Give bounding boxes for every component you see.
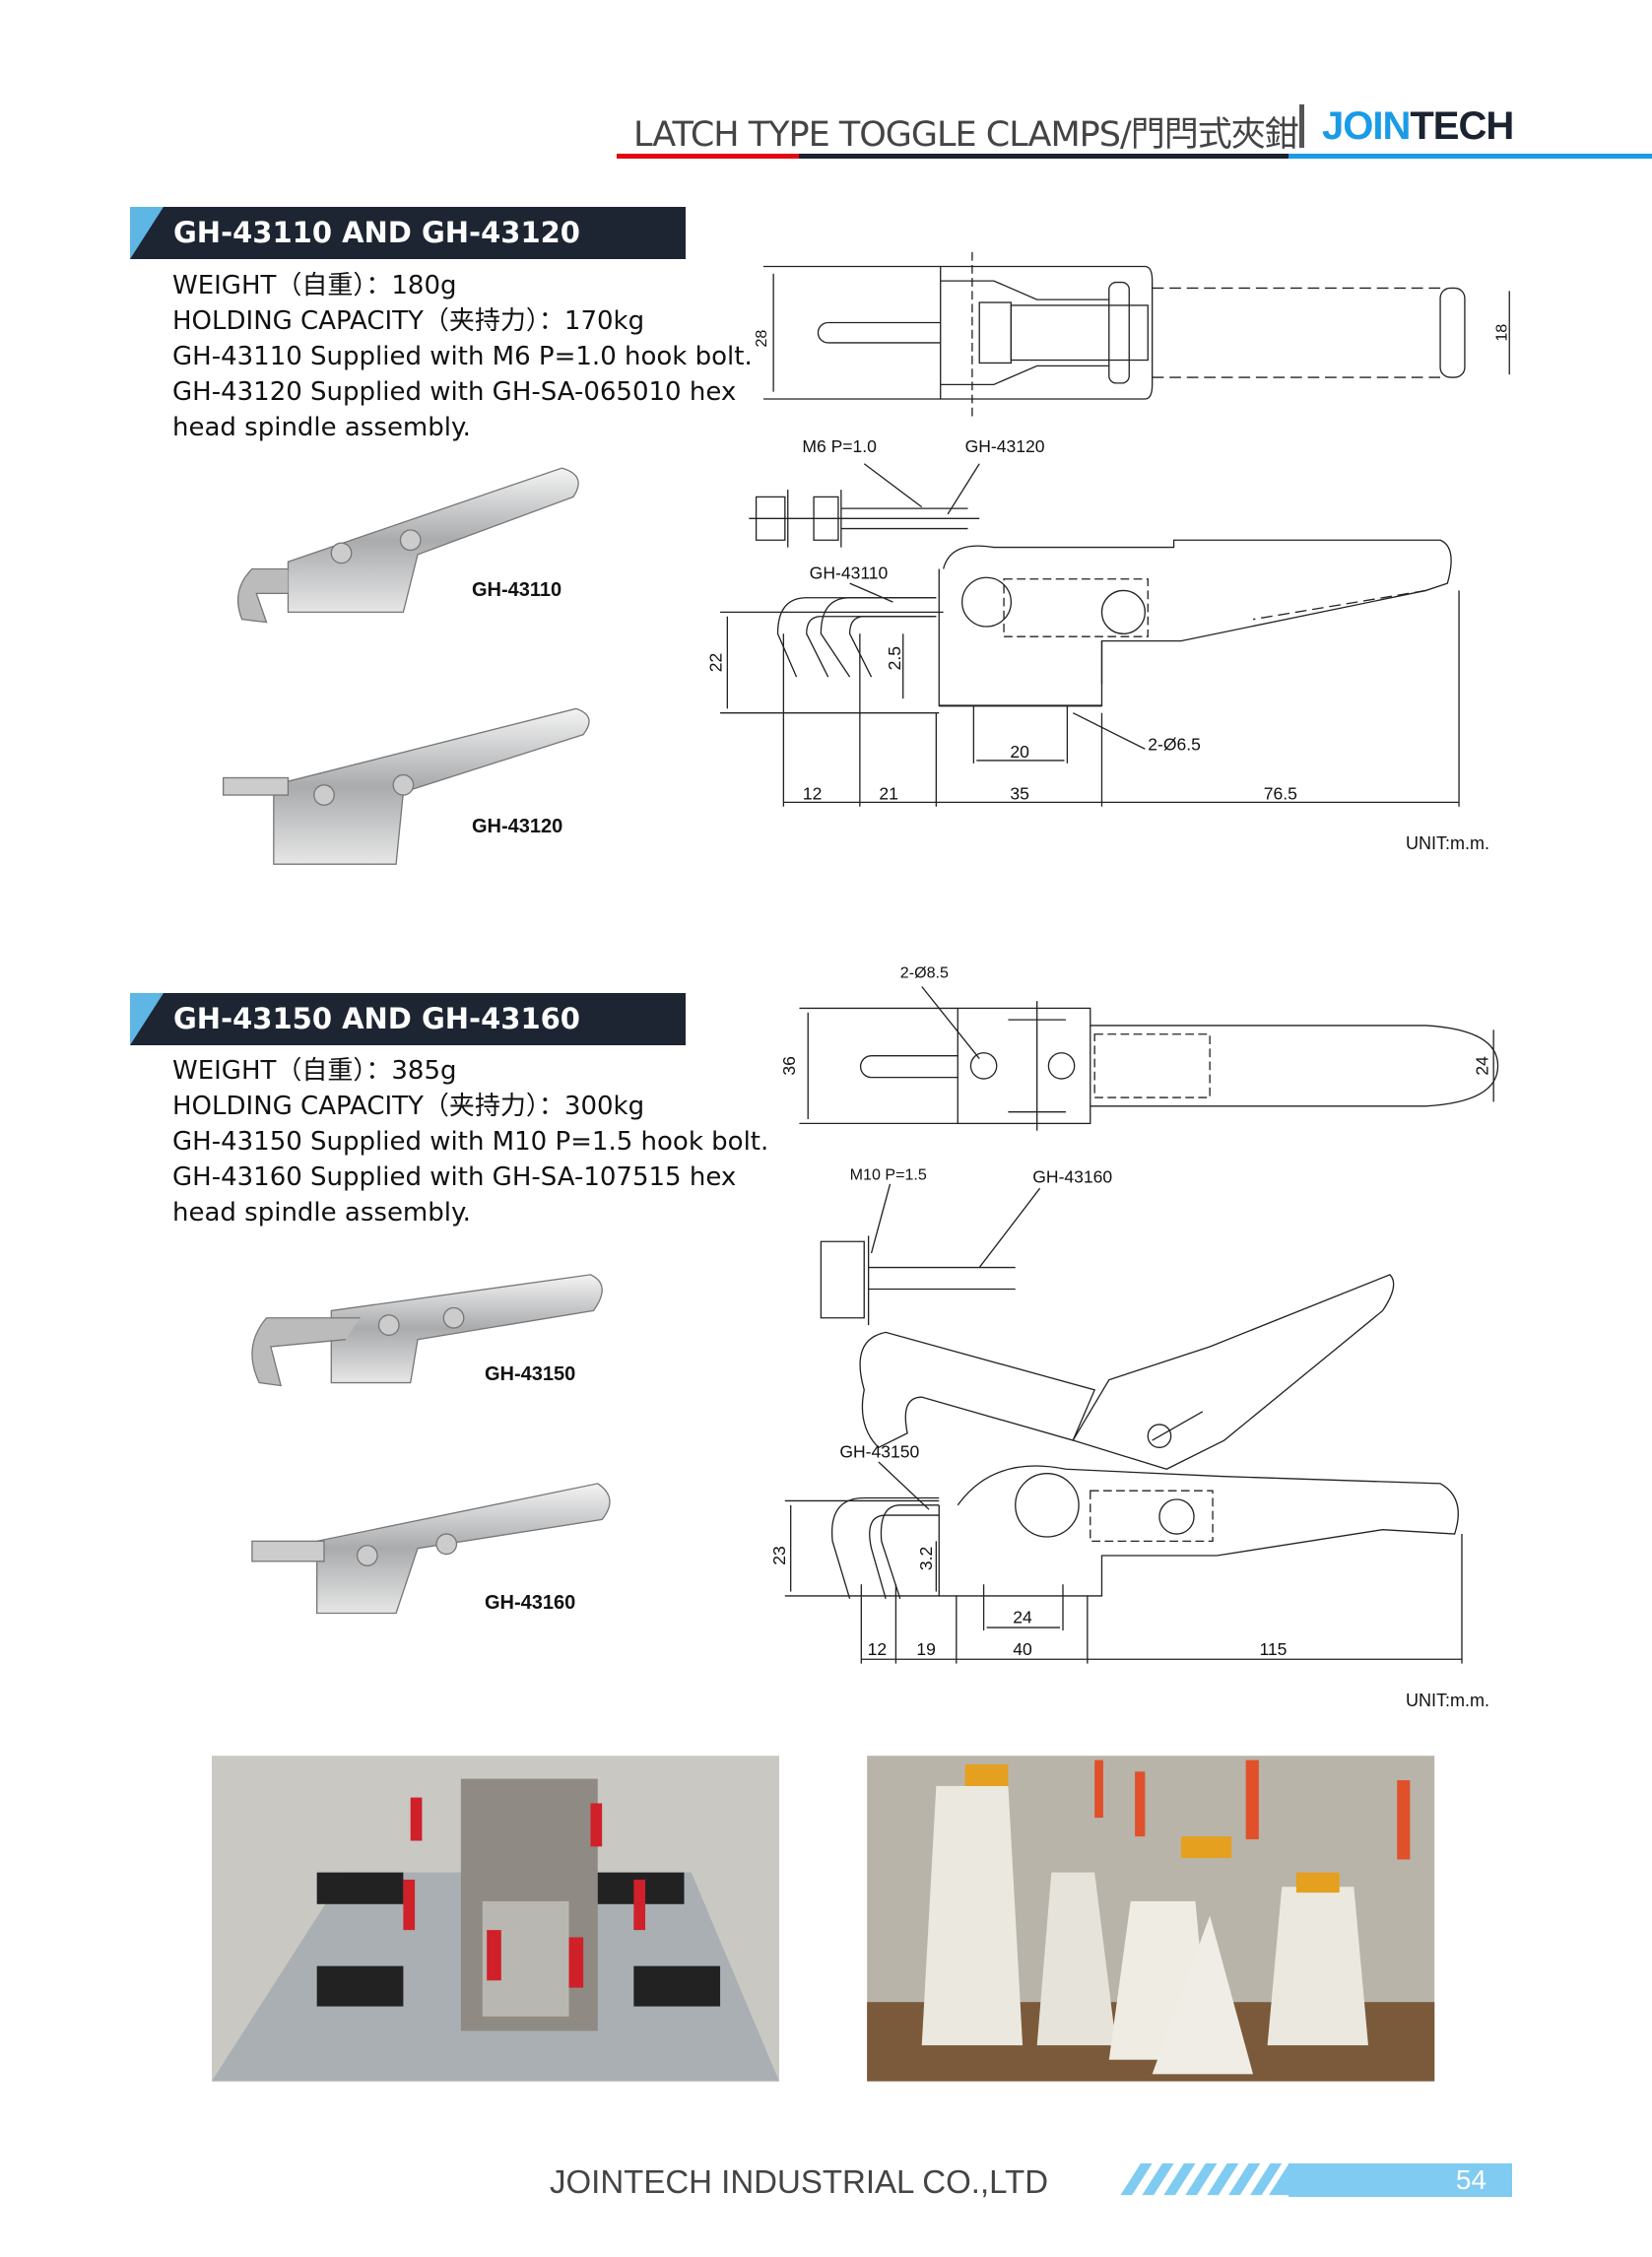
holes-label: 2-Ø6.5	[1148, 735, 1201, 755]
spec-supply-1: GH-43110 Supplied with M6 P=1.0 hook bol…	[172, 342, 753, 371]
spec-supply-2: GH-43120 Supplied with GH-SA-065010 hex	[172, 377, 737, 407]
header-rule-dark	[799, 154, 1289, 159]
svg-text:76.5: 76.5	[1264, 783, 1297, 803]
unit-label: UNIT:m.m.	[1406, 833, 1489, 853]
spec-capacity: HOLDING CAPACITY（夹持力）：170kg	[172, 306, 645, 336]
header-divider	[1299, 104, 1304, 148]
svg-text:22: 22	[706, 653, 726, 673]
svg-text:21: 21	[879, 783, 898, 803]
section-banner-1: GH-43110 AND GH-43120	[130, 207, 686, 259]
dimension-ticks	[782, 590, 1460, 807]
drawing-2-side-view: 2-Ø8.5 36 24 M10 P=1.5 GH-43160 GH-43150…	[769, 964, 1491, 1664]
svg-text:40: 40	[1013, 1639, 1032, 1659]
svg-text:24: 24	[1013, 1608, 1032, 1627]
svg-text:28: 28	[753, 330, 770, 348]
drawing-1-side-view: M6 P=1.0 GH-43120 GH-43110 2-Ø6.5 22 2.5…	[706, 436, 1460, 807]
header-rule-blue	[1289, 154, 1652, 159]
svg-text:20: 20	[1010, 742, 1029, 762]
spec-list-2: WEIGHT（自重）：385g HOLDING CAPACITY（夹持力）：30…	[172, 1053, 768, 1230]
bolt-label: M6 P=1.0	[802, 436, 877, 456]
spindle-label: GH-43160	[1032, 1166, 1112, 1186]
svg-text:23: 23	[769, 1546, 789, 1565]
application-photo-jigs	[867, 1756, 1435, 2082]
svg-text:2.5: 2.5	[885, 646, 904, 671]
application-photo-fixture	[211, 1756, 779, 2082]
page-number: 54	[1289, 2163, 1512, 2197]
drawing-1-top-view: 28 18	[753, 251, 1510, 418]
product-photo-gh-43150	[251, 1274, 603, 1387]
header-rule-red	[617, 154, 799, 159]
spec-capacity: HOLDING CAPACITY（夹持力）：300kg	[172, 1092, 645, 1121]
svg-text:35: 35	[1010, 783, 1029, 803]
brand-logo: JOINTECH	[1322, 104, 1514, 148]
dimension-ticks	[860, 1534, 1463, 1664]
section-banner-2: GH-43150 AND GH-43160	[130, 993, 686, 1045]
product-photo-gh-43110	[236, 467, 579, 624]
spec-weight: WEIGHT（自重）：180g	[172, 271, 457, 300]
spec-weight: WEIGHT（自重）：385g	[172, 1056, 457, 1086]
unit-label: UNIT:m.m.	[1406, 1691, 1489, 1710]
footer-company: JOINTECH INDUSTRIAL CO.,LTD	[550, 2163, 1049, 2200]
spec-list-1: WEIGHT（自重）：180g HOLDING CAPACITY（夹持力）：17…	[172, 268, 753, 445]
spec-supply-2: GH-43160 Supplied with GH-SA-107515 hex	[172, 1162, 737, 1192]
svg-text:18: 18	[1492, 324, 1510, 342]
svg-text:12: 12	[868, 1639, 888, 1659]
svg-text:24: 24	[1472, 1056, 1491, 1076]
svg-text:115: 115	[1259, 1639, 1287, 1659]
product-label: GH-43150	[485, 1363, 576, 1385]
hook-label: GH-43110	[810, 564, 889, 583]
svg-text:3.2: 3.2	[916, 1547, 936, 1570]
drawing-2-top-view	[799, 986, 1499, 1131]
bolt-label: M10 P=1.5	[850, 1165, 927, 1183]
product-photo-gh-43160	[251, 1483, 611, 1615]
product-label: GH-43120	[472, 816, 563, 837]
product-label: GH-43160	[485, 1592, 576, 1614]
spec-supply-1: GH-43150 Supplied with M10 P=1.5 hook bo…	[172, 1127, 769, 1157]
svg-text:19: 19	[916, 1639, 936, 1659]
product-label: GH-43110	[472, 579, 562, 601]
spindle-label: GH-43120	[965, 436, 1045, 456]
svg-text:36: 36	[779, 1056, 799, 1076]
spec-supply-3: head spindle assembly.	[172, 413, 471, 442]
product-photo-gh-43120	[222, 707, 590, 865]
hook-label: GH-43150	[839, 1442, 919, 1462]
footer-stripes	[1120, 2162, 1289, 2196]
spec-supply-3: head spindle assembly.	[172, 1198, 471, 1228]
holes-label: 2-Ø8.5	[900, 964, 949, 982]
page-header-title: LATCH TYPE TOGGLE CLAMPS/門閂式夾鉗	[633, 115, 1299, 155]
svg-text:12: 12	[803, 783, 823, 803]
